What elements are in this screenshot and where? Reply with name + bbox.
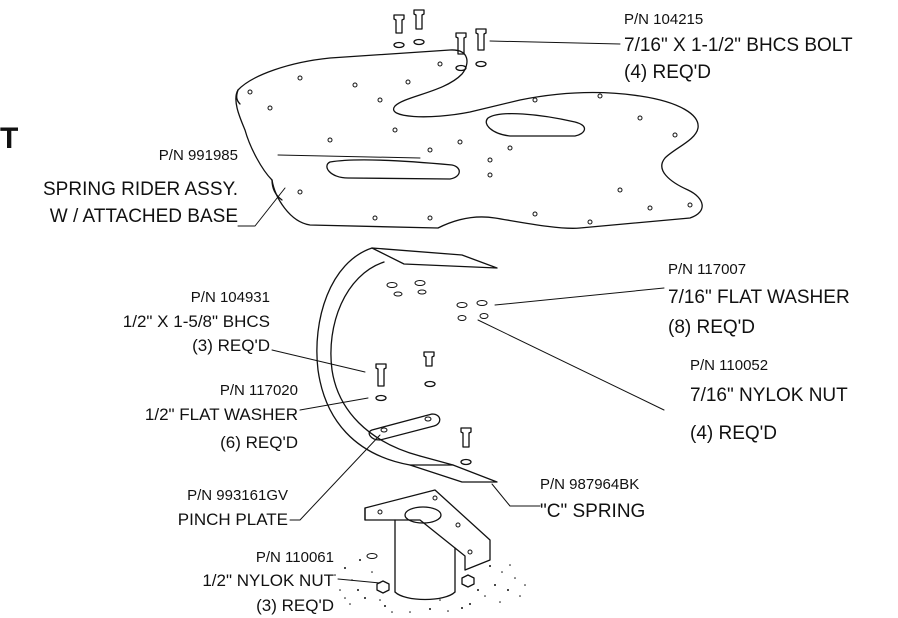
nut-12-part-number: P/N 110061	[255, 549, 334, 566]
washer-12-part-number: P/N 117020	[219, 382, 298, 399]
partial-heading: T	[0, 122, 19, 155]
nut-12-description: 1/2" NYLOK NUT	[202, 571, 334, 590]
pinch-plate	[368, 413, 441, 441]
leader-lines	[237, 40, 665, 584]
top-bolts	[393, 9, 487, 72]
washer-12-description: 1/2" FLAT WASHER	[144, 405, 298, 424]
bhcs-quantity: (3) REQ'D	[192, 336, 270, 355]
plate-slots	[277, 112, 586, 180]
bhcs-part-number: P/N 104931	[190, 289, 270, 306]
pedestal	[364, 489, 491, 601]
washer-716-description: 7/16" FLAT WASHER	[668, 287, 850, 308]
washer-716-quantity: (8) REQ'D	[668, 317, 756, 338]
pinch-plate-part-number: P/N 993161GV	[187, 487, 288, 504]
spring-part-number: P/N 987964BK	[540, 476, 640, 493]
bolt-quantity: (4) REQ'D	[624, 62, 712, 83]
bhcs-description: 1/2" X 1-5/8" BHCS	[122, 312, 270, 331]
washer-716-part-number: P/N 117007	[668, 261, 747, 278]
nut-716-part-number: P/N 110052	[690, 357, 769, 374]
base-plate	[235, 49, 703, 229]
rider-description: SPRING RIDER ASSY.	[43, 179, 238, 200]
concrete-base-texture	[334, 559, 526, 613]
bolt-part-number: P/N 104215	[624, 11, 704, 28]
middle-bolts	[375, 351, 472, 466]
c-spring	[316, 247, 498, 483]
plate-holes	[247, 61, 693, 225]
nut-716-description: 7/16" NYLOK NUT	[690, 385, 848, 406]
washer-12-quantity: (6) REQ'D	[220, 433, 298, 452]
spring-description: "C" SPRING	[540, 501, 646, 522]
spring-top-hardware	[386, 280, 489, 321]
nut-716-quantity: (4) REQ'D	[690, 423, 778, 444]
pinch-plate-description: PINCH PLATE	[177, 510, 288, 529]
rider-description-line2: W / ATTACHED BASE	[49, 206, 238, 227]
bolt-description: 7/16" X 1-1/2" BHCS BOLT	[624, 35, 853, 56]
rider-part-number: P/N 991985	[158, 147, 238, 164]
nut-12-quantity: (3) REQ'D	[256, 596, 334, 615]
